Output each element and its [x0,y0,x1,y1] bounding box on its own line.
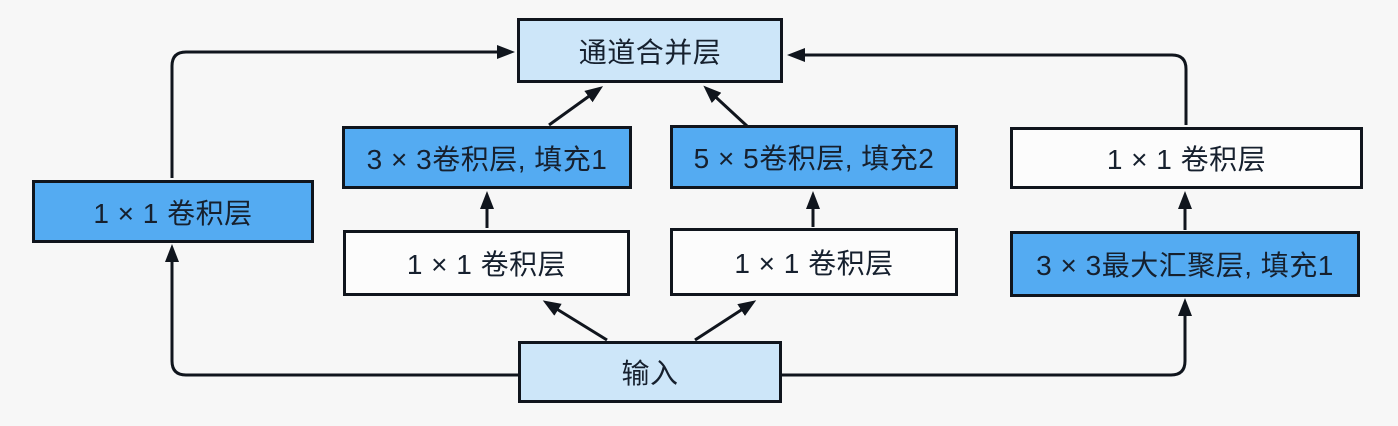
arrow-conv1right-to-concat [787,48,1188,125]
arrow-conv1left-to-concat [170,45,515,178]
node-input: 输入 [518,341,782,403]
node-conv3x3-layer: 3 × 3卷积层, 填充1 [342,126,632,189]
arrow-input-to-conv1branch3 [694,300,757,342]
arrow-conv3x3-to-concat [548,86,604,127]
arrow-input-to-conv1left [165,244,518,377]
node-conv1x1-right-layer: 1 × 1 卷积层 [1010,127,1363,189]
node-conv1x1-left-layer: 1 × 1 卷积层 [32,180,314,243]
node-conv1x1-branch2-layer: 1 × 1 卷积层 [343,230,630,296]
arrow-input-to-maxpool [782,298,1192,377]
node-conv5x5-layer: 5 × 5卷积层, 填充2 [670,125,958,189]
arrow-input-to-conv1branch2 [542,300,608,342]
arrow-conv5x5-to-concat [703,85,749,128]
node-maxpool-layer: 3 × 3最大汇聚层, 填充1 [1010,231,1360,297]
node-conv1x1-branch3-layer: 1 × 1 卷积层 [670,228,958,296]
node-channel-concat-layer: 通道合并层 [517,18,783,83]
